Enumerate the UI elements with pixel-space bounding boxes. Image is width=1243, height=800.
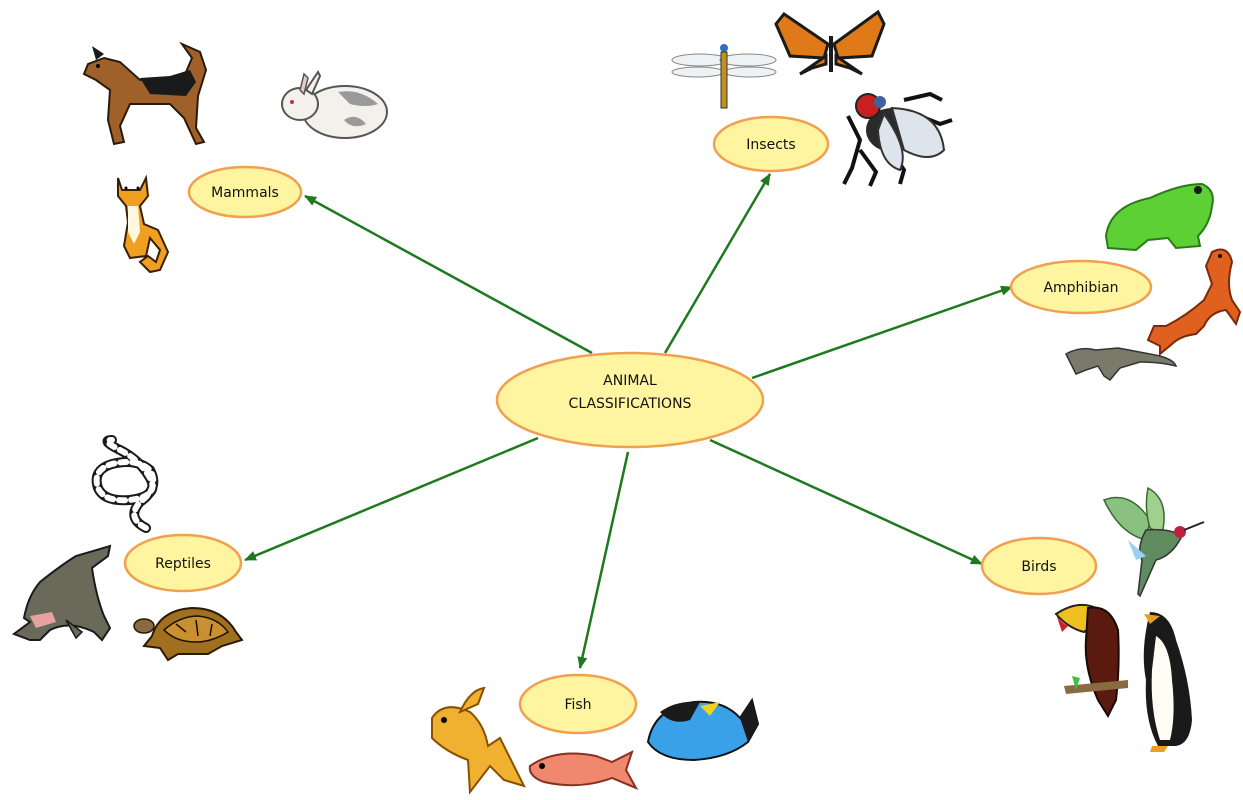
arrow-to-fish bbox=[577, 451, 630, 669]
salamander-icon bbox=[1146, 248, 1242, 357]
newt-icon bbox=[1065, 347, 1178, 381]
rabbit-icon bbox=[281, 70, 388, 139]
crocodile-icon bbox=[11, 544, 112, 642]
amphibian-label: Amphibian bbox=[1043, 280, 1118, 296]
goldfish-icon bbox=[431, 686, 526, 795]
reptiles-label: Reptiles bbox=[155, 556, 211, 572]
butterfly-icon bbox=[774, 9, 886, 76]
birds-node: Birds bbox=[980, 536, 1098, 596]
tang-fish-icon bbox=[646, 697, 760, 762]
arrow-to-insects bbox=[663, 173, 772, 354]
center-node-line-1: ANIMAL bbox=[603, 373, 657, 389]
amphibian-node-shape bbox=[1009, 259, 1153, 315]
center-node: ANIMAL CLASSIFICATIONS bbox=[495, 351, 765, 449]
cat-icon bbox=[117, 174, 170, 274]
turtle-icon bbox=[133, 606, 244, 662]
dragonfly-icon bbox=[671, 44, 777, 109]
center-node-line-2: CLASSIFICATIONS bbox=[569, 396, 692, 412]
reptiles-node: Reptiles bbox=[123, 533, 243, 593]
birds-label: Birds bbox=[1021, 559, 1056, 575]
fish-label: Fish bbox=[564, 697, 591, 713]
insects-node: Insects bbox=[712, 115, 830, 173]
arrow-to-reptiles bbox=[244, 436, 539, 562]
mammals-node: Mammals bbox=[187, 165, 303, 219]
mammals-node-shape bbox=[187, 165, 303, 219]
mammals-label: Mammals bbox=[211, 185, 279, 201]
arrow-to-amphibian bbox=[751, 285, 1013, 380]
penguin-icon bbox=[1143, 612, 1192, 752]
center-node-shape bbox=[495, 351, 765, 449]
insects-node-shape bbox=[712, 115, 830, 173]
insects-label: Insects bbox=[746, 137, 795, 153]
fish-node: Fish bbox=[518, 673, 638, 735]
fish-node-shape bbox=[518, 673, 638, 735]
hummingbird-icon bbox=[1102, 486, 1205, 598]
red-fish-icon bbox=[528, 750, 639, 791]
connectors bbox=[244, 173, 1013, 669]
fly-icon bbox=[842, 91, 953, 187]
snake-icon bbox=[91, 435, 159, 533]
reptiles-node-shape bbox=[123, 533, 243, 593]
arrow-to-birds bbox=[709, 438, 983, 566]
toucan-icon bbox=[1054, 603, 1128, 719]
amphibian-node: Amphibian bbox=[1009, 259, 1153, 315]
frog-icon bbox=[1104, 182, 1214, 252]
arrow-to-mammals bbox=[304, 194, 593, 355]
birds-node-shape bbox=[980, 536, 1098, 596]
dog-icon bbox=[82, 41, 208, 146]
